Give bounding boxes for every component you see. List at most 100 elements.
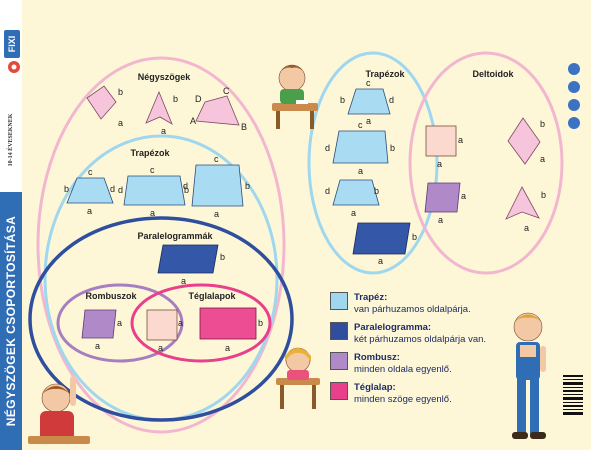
svg-text:a: a <box>378 256 383 266</box>
side-icon-strip <box>8 61 20 73</box>
shape-right-square-peach: a a <box>425 125 463 169</box>
svg-text:a: a <box>87 206 92 216</box>
svg-text:b: b <box>118 87 123 97</box>
svg-text:a: a <box>437 159 442 169</box>
svg-text:a: a <box>158 343 163 353</box>
set-title-negyszogek: Négyszögek <box>138 72 192 82</box>
svg-text:D: D <box>195 94 202 104</box>
shape-deltoid-arrow: b a <box>505 186 546 233</box>
svg-text:b: b <box>184 185 189 195</box>
svg-text:a: a <box>458 135 463 145</box>
set-title-teglalapok: Téglalapok <box>188 291 236 301</box>
shape-square-peach: a a <box>146 309 183 353</box>
shape-deltoid-pink: b a <box>145 90 178 136</box>
legend-name: Trapéz: <box>354 292 388 303</box>
svg-text:d: d <box>183 181 188 191</box>
shape-trapezoid-3: c d b a <box>183 154 250 219</box>
svg-text:b: b <box>390 143 395 153</box>
svg-text:b: b <box>541 190 546 200</box>
legend-swatch <box>330 382 348 400</box>
svg-text:a: a <box>118 118 123 128</box>
svg-text:a: a <box>461 191 466 201</box>
set-outline-negyszogek <box>36 56 286 434</box>
svg-text:a: a <box>178 318 183 328</box>
legend-desc: minden szöge egyenlő. <box>354 394 452 405</box>
shape-right-trapezoid-1: c b d a <box>340 78 394 126</box>
svg-text:A: A <box>190 116 196 126</box>
set-outline-teglalapok <box>130 283 272 363</box>
svg-text:b: b <box>412 232 417 242</box>
svg-text:b: b <box>220 252 225 262</box>
legend-desc: van párhuzamos oldalpárja. <box>354 304 471 315</box>
svg-text:a: a <box>95 341 100 351</box>
set-outline-rombuszok <box>56 283 184 363</box>
set-outline-deltoidok <box>408 51 564 275</box>
barcode <box>563 375 583 415</box>
svg-text:a: a <box>540 154 545 164</box>
badge-icon <box>568 63 580 75</box>
svg-text:c: c <box>366 78 371 88</box>
illustration-girl-at-desk <box>276 347 320 409</box>
svg-text:a: a <box>161 126 166 136</box>
legend-name: Paralelogramma: <box>354 322 432 333</box>
set-title-right-trapezok: Trapézok <box>365 69 405 79</box>
set-outline-paralelogrammak <box>28 216 294 422</box>
svg-text:b: b <box>340 95 345 105</box>
set-title-deltoidok: Deltoidok <box>472 69 514 79</box>
svg-text:C: C <box>223 86 230 96</box>
badge-icon <box>568 81 580 93</box>
shape-general-quadrilateral: b a <box>86 85 123 128</box>
svg-text:a: a <box>181 276 186 286</box>
svg-text:d: d <box>325 143 330 153</box>
shape-rhombus: a a <box>81 309 122 351</box>
svg-text:b: b <box>540 119 545 129</box>
svg-text:c: c <box>88 167 93 177</box>
brand-logo <box>4 30 20 58</box>
illustration-boy-raising-hand <box>28 376 90 444</box>
svg-text:c: c <box>150 165 155 175</box>
legend-swatch <box>330 292 348 310</box>
legend-desc: két párhuzamos oldalpárja van. <box>354 334 487 345</box>
shape-right-parallelogram-dark: b a <box>352 222 417 266</box>
shape-right-parallelogram-light: d b a <box>325 179 380 218</box>
svg-text:a: a <box>351 208 356 218</box>
svg-text:d: d <box>110 184 115 194</box>
svg-text:b: b <box>173 94 178 104</box>
corner-badges <box>568 63 580 129</box>
svg-text:b: b <box>64 184 69 194</box>
illustration-boy-at-desk <box>272 64 318 129</box>
legend-swatch <box>330 322 348 340</box>
badge-icon <box>568 99 580 111</box>
legend-swatch <box>330 352 348 370</box>
svg-text:d: d <box>325 186 330 196</box>
legend-name: Rombusz: <box>354 352 400 363</box>
shape-parallelogram: b a <box>157 244 225 286</box>
set-outline-right-trapezok <box>307 51 439 275</box>
svg-text:d: d <box>389 95 394 105</box>
shape-trapezoid-1: c b d a <box>64 167 115 216</box>
shape-labeled-quadrilateral: D C A B <box>190 86 247 132</box>
shape-right-trapezoid-2: c d b a <box>325 120 395 176</box>
svg-text:a: a <box>225 343 230 353</box>
svg-text:c: c <box>358 120 363 130</box>
svg-text:c: c <box>214 154 219 164</box>
svg-text:a: a <box>117 318 122 328</box>
shape-rectangle-magenta: a b <box>199 307 263 353</box>
svg-text:a: a <box>358 166 363 176</box>
set-title-paralelogrammak: Paralelogrammák <box>137 231 213 241</box>
svg-text:b: b <box>258 318 263 328</box>
svg-text:a: a <box>150 208 155 218</box>
legend-desc: minden oldala egyenlő. <box>354 364 452 375</box>
svg-text:B: B <box>241 122 247 132</box>
set-title-trapezok: Trapézok <box>130 148 170 158</box>
svg-text:a: a <box>214 209 219 219</box>
shape-right-rhombus: a a <box>424 182 466 225</box>
badge-icon <box>568 117 580 129</box>
svg-text:d: d <box>118 185 123 195</box>
shape-trapezoid-2: c d b a <box>118 165 189 218</box>
shape-deltoid-kite: b a <box>507 117 545 165</box>
illustration-standing-boy <box>512 312 546 439</box>
svg-text:a: a <box>366 116 371 126</box>
